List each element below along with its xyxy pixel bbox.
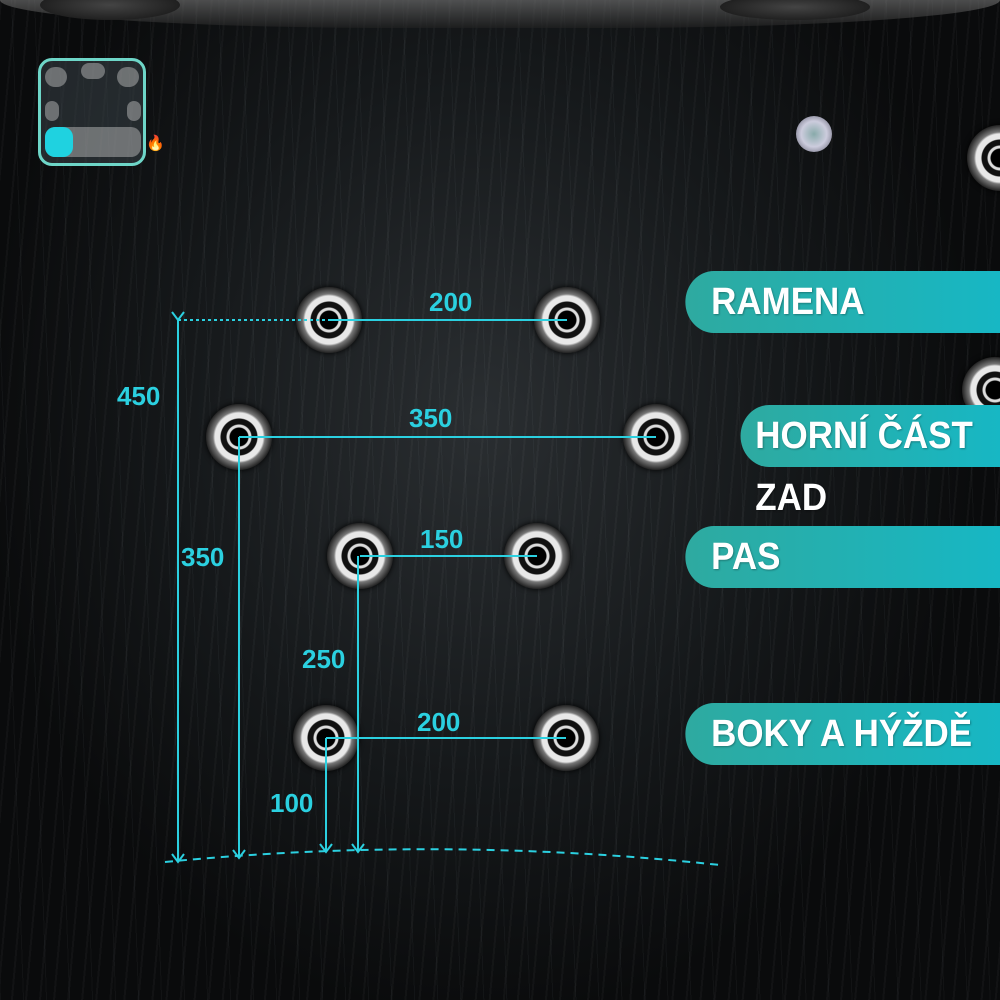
spacing-label-row3: 150: [420, 524, 464, 554]
label-waist: PAS: [685, 526, 1000, 588]
label-hips: BOKY A HÝŽDĚ: [685, 703, 1000, 765]
height-label-250: 250: [302, 644, 346, 674]
tub-opening: [40, 0, 180, 20]
tub-opening: [720, 0, 870, 20]
label-shoulders: RAMENA: [685, 271, 1000, 333]
air-control-knob: [796, 116, 832, 152]
spacing-label-row2: 350: [409, 403, 453, 433]
height-label-100: 100: [270, 788, 314, 818]
flame-icon: 🔥: [146, 134, 165, 152]
spacing-label-row1: 200: [429, 287, 473, 317]
label-upper-back: HORNÍ ČÁST ZAD: [740, 405, 1000, 519]
spacing-label-row4: 200: [417, 707, 461, 737]
height-label-350: 350: [181, 542, 225, 572]
seat-layout-icon: [38, 58, 146, 166]
height-label-450: 450: [117, 381, 161, 411]
